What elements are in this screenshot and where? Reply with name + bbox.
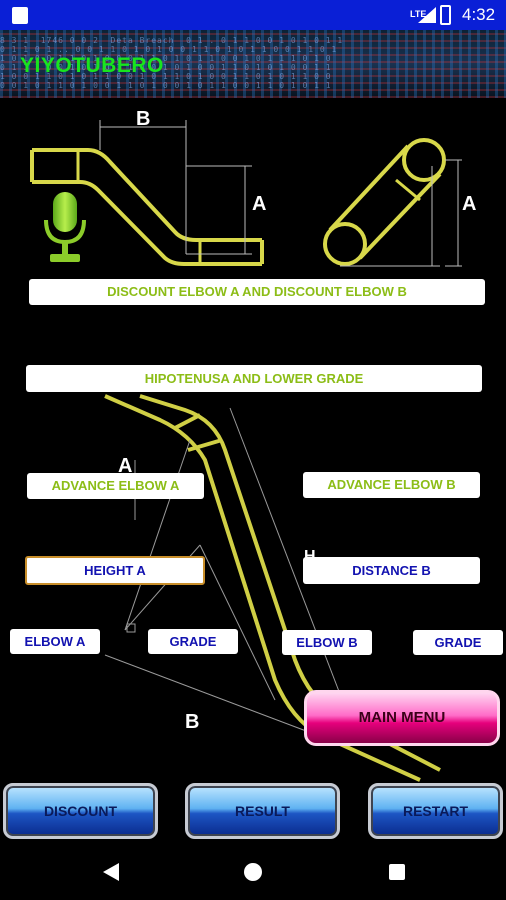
elbow-b-input[interactable]: ELBOW B	[282, 630, 372, 655]
app-title: YIYOTUBERO	[20, 54, 164, 77]
back-icon[interactable]	[101, 862, 121, 882]
discount-elbows-field[interactable]: DISCOUNT ELBOW A AND DISCOUNT ELBOW B	[29, 279, 485, 305]
elbow-a-input[interactable]: ELBOW A	[10, 629, 100, 654]
height-a-input[interactable]: HEIGHT A	[25, 556, 205, 585]
clock: 4:32	[462, 5, 496, 24]
dimension-label-b-bottom: B	[185, 711, 199, 733]
result-button[interactable]: RESULT	[185, 783, 340, 839]
grade-a-input[interactable]: GRADE	[148, 629, 238, 654]
diagonal-pipe-drawing	[323, 138, 446, 266]
advance-elbow-a-field[interactable]: ADVANCE ELBOW A	[27, 473, 204, 499]
status-bar: LTE 4:32	[0, 0, 506, 30]
sd-card-icon	[12, 7, 28, 24]
main-menu-button[interactable]: MAIN MENU	[304, 690, 500, 746]
signal-icon	[418, 7, 436, 23]
hipotenusa-field[interactable]: HIPOTENUSA AND LOWER GRADE	[26, 365, 482, 392]
network-type: LTE	[410, 9, 427, 19]
app-header: 8 3 1 1746 0 0 2 Deta Breach 0 1 . 0 1 1…	[0, 30, 506, 98]
dimension-label-b-top: B	[136, 108, 150, 130]
dimension-label-a-right: A	[462, 193, 476, 215]
restart-button[interactable]: RESTART	[368, 783, 503, 839]
navigation-bar	[0, 844, 506, 900]
distance-b-input[interactable]: DISTANCE B	[303, 557, 480, 584]
home-icon[interactable]	[243, 862, 263, 882]
dimension-label-a-mid: A	[118, 455, 132, 477]
grade-b-input[interactable]: GRADE	[413, 630, 503, 655]
advance-elbow-b-field[interactable]: ADVANCE ELBOW B	[303, 472, 480, 498]
dimension-label-h: H	[304, 548, 316, 565]
recents-icon[interactable]	[387, 862, 407, 882]
microphone-icon[interactable]	[40, 190, 90, 266]
battery-icon	[440, 5, 451, 25]
dimension-lines	[99, 120, 252, 255]
offset-pipe-drawing	[30, 148, 264, 266]
discount-button[interactable]: DISCOUNT	[3, 783, 158, 839]
dimension-label-a-left: A	[252, 193, 266, 215]
header-background-pattern: 8 3 1 1746 0 0 2 Deta Breach 0 1 . 0 1 1…	[0, 36, 344, 90]
